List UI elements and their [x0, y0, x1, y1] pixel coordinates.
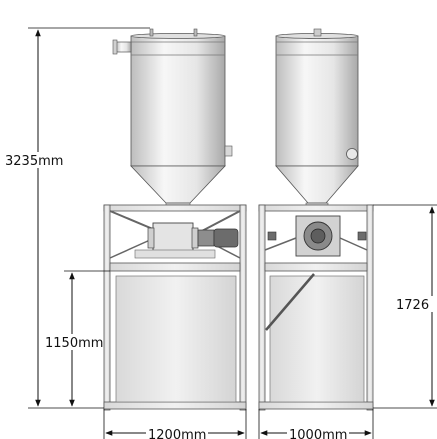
front-inlet-pipe: [115, 41, 132, 53]
side-width-label: 1000mm: [289, 428, 347, 439]
front-brace-right: [199, 210, 241, 233]
side-view: [258, 28, 374, 411]
front-motor: [213, 228, 239, 248]
front-hopper-cylinder: [130, 35, 226, 167]
frame-height-label: 1150mm: [45, 336, 103, 351]
side-lid-knob: [313, 28, 322, 37]
side-hopper-cylinder: [275, 35, 359, 167]
dimension-front-width: 1200mm: [103, 409, 247, 439]
front-brace-low-left: [109, 239, 151, 259]
front-hopper-cone: [130, 165, 226, 204]
front-hopper-lid: [130, 33, 226, 39]
side-port-circle: [346, 148, 358, 160]
front-lower-panel: [115, 275, 237, 403]
dimension-side-width: 1000mm: [258, 409, 374, 439]
front-plate: [134, 249, 216, 259]
front-inlet-flange: [112, 39, 118, 55]
front-frame: [103, 204, 247, 411]
dimension-total-height: 3235mm: [4, 27, 150, 409]
front-lid-knob-left: [149, 28, 154, 37]
front-view: [103, 28, 247, 411]
side-valve-bracket-right: [357, 231, 367, 241]
side-hopper-cone: [275, 165, 359, 204]
front-valve-flange-left: [147, 227, 155, 249]
front-valve-flange-right: [191, 227, 199, 249]
front-gearbox: [197, 229, 215, 247]
dimension-frame-height: 1150mm: [44, 270, 110, 407]
side-diagonal-brace: [265, 273, 315, 331]
side-lower-panel: [269, 275, 365, 403]
front-rotary-valve: [152, 222, 194, 254]
side-valve-hub: [310, 228, 326, 244]
side-height-label: 1726: [396, 298, 429, 313]
dimension-side-height: 1726: [373, 204, 437, 409]
total-height-label: 3235mm: [5, 154, 63, 169]
front-width-label: 1200mm: [148, 428, 206, 439]
front-lid-knob-right: [193, 28, 198, 37]
side-valve-bracket-left: [267, 231, 277, 241]
side-brace-right: [339, 237, 368, 251]
side-brace-left: [264, 237, 297, 251]
front-side-port: [224, 145, 233, 157]
